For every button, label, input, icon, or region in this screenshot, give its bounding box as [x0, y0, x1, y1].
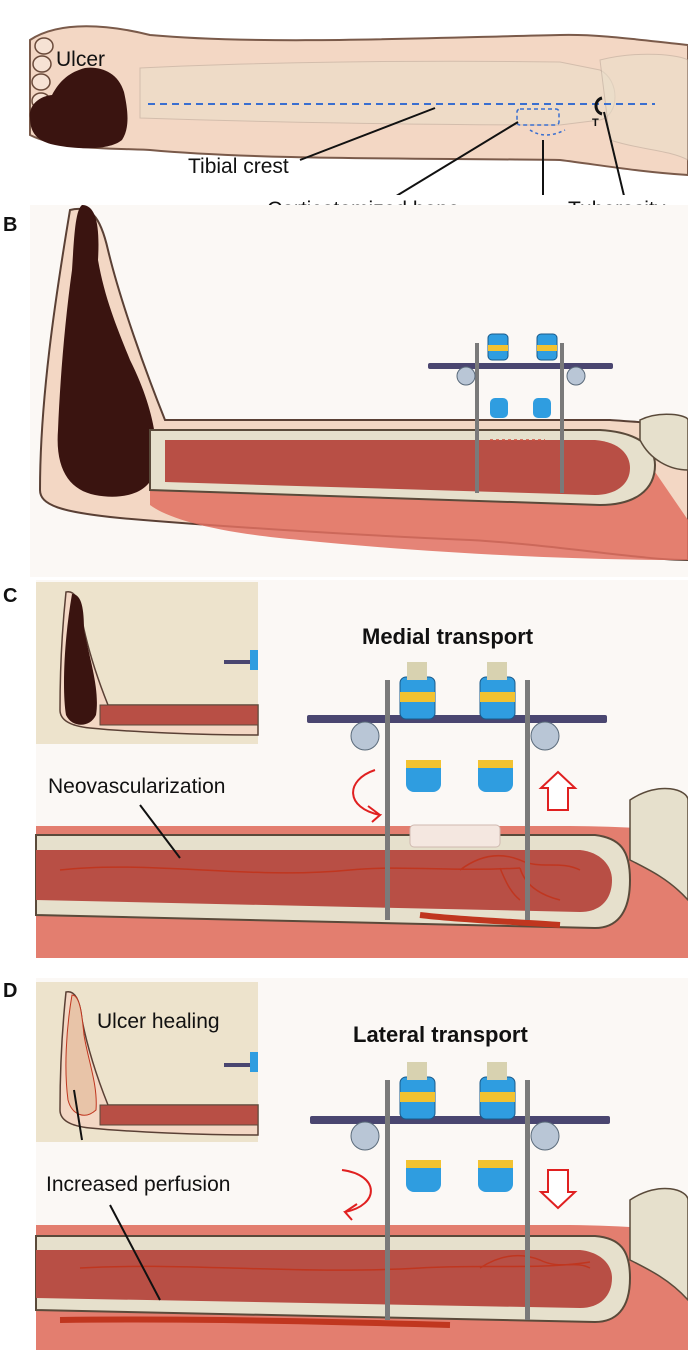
- corticotomized-bone-label: Corticotomized bone: [267, 198, 460, 221]
- panel-d-letter: D: [3, 980, 18, 1002]
- fixator-c-right: [478, 662, 516, 792]
- up-arrow-c: [538, 770, 578, 811]
- fixator-c-left: [399, 662, 441, 792]
- neovascularization-vessels: [59, 854, 581, 901]
- perfusion-vessels: [59, 1254, 591, 1328]
- tibial-crest-label: Tibial crest: [188, 155, 289, 178]
- panel-b-letter: B: [3, 214, 18, 236]
- fixator-d-right: [478, 1062, 516, 1192]
- rotate-arrow-d: [341, 1169, 372, 1221]
- fixator-b-right: [533, 333, 558, 418]
- lateral-transport-title: Lateral transport: [353, 1022, 528, 1047]
- ulcer-healing-label: Ulcer healing: [97, 1010, 220, 1033]
- down-arrow-d: [538, 1169, 578, 1210]
- panel-c-inset: [36, 582, 259, 744]
- tuberosity-label: Tuberosity: [568, 198, 666, 221]
- medial-transport-title: Medial transport: [362, 624, 534, 649]
- fixator-d-left: [399, 1062, 441, 1192]
- panel-a-illustration: [0, 0, 688, 195]
- fixator-b-left: [487, 333, 509, 418]
- ulcer-label: Ulcer: [56, 48, 106, 71]
- increased-perfusion-label: Increased perfusion: [46, 1173, 231, 1196]
- incision-label: Incision: [503, 232, 575, 255]
- panel-d-inset: [36, 982, 259, 1142]
- neovascularization-label: Neovascularization: [48, 775, 226, 798]
- tuberosity-marker: T: [592, 117, 599, 129]
- ulcer-region: [29, 67, 128, 149]
- rotate-arrow-c: [352, 769, 383, 823]
- ulcer-b: [57, 205, 157, 497]
- panel-c-letter: C: [3, 585, 18, 607]
